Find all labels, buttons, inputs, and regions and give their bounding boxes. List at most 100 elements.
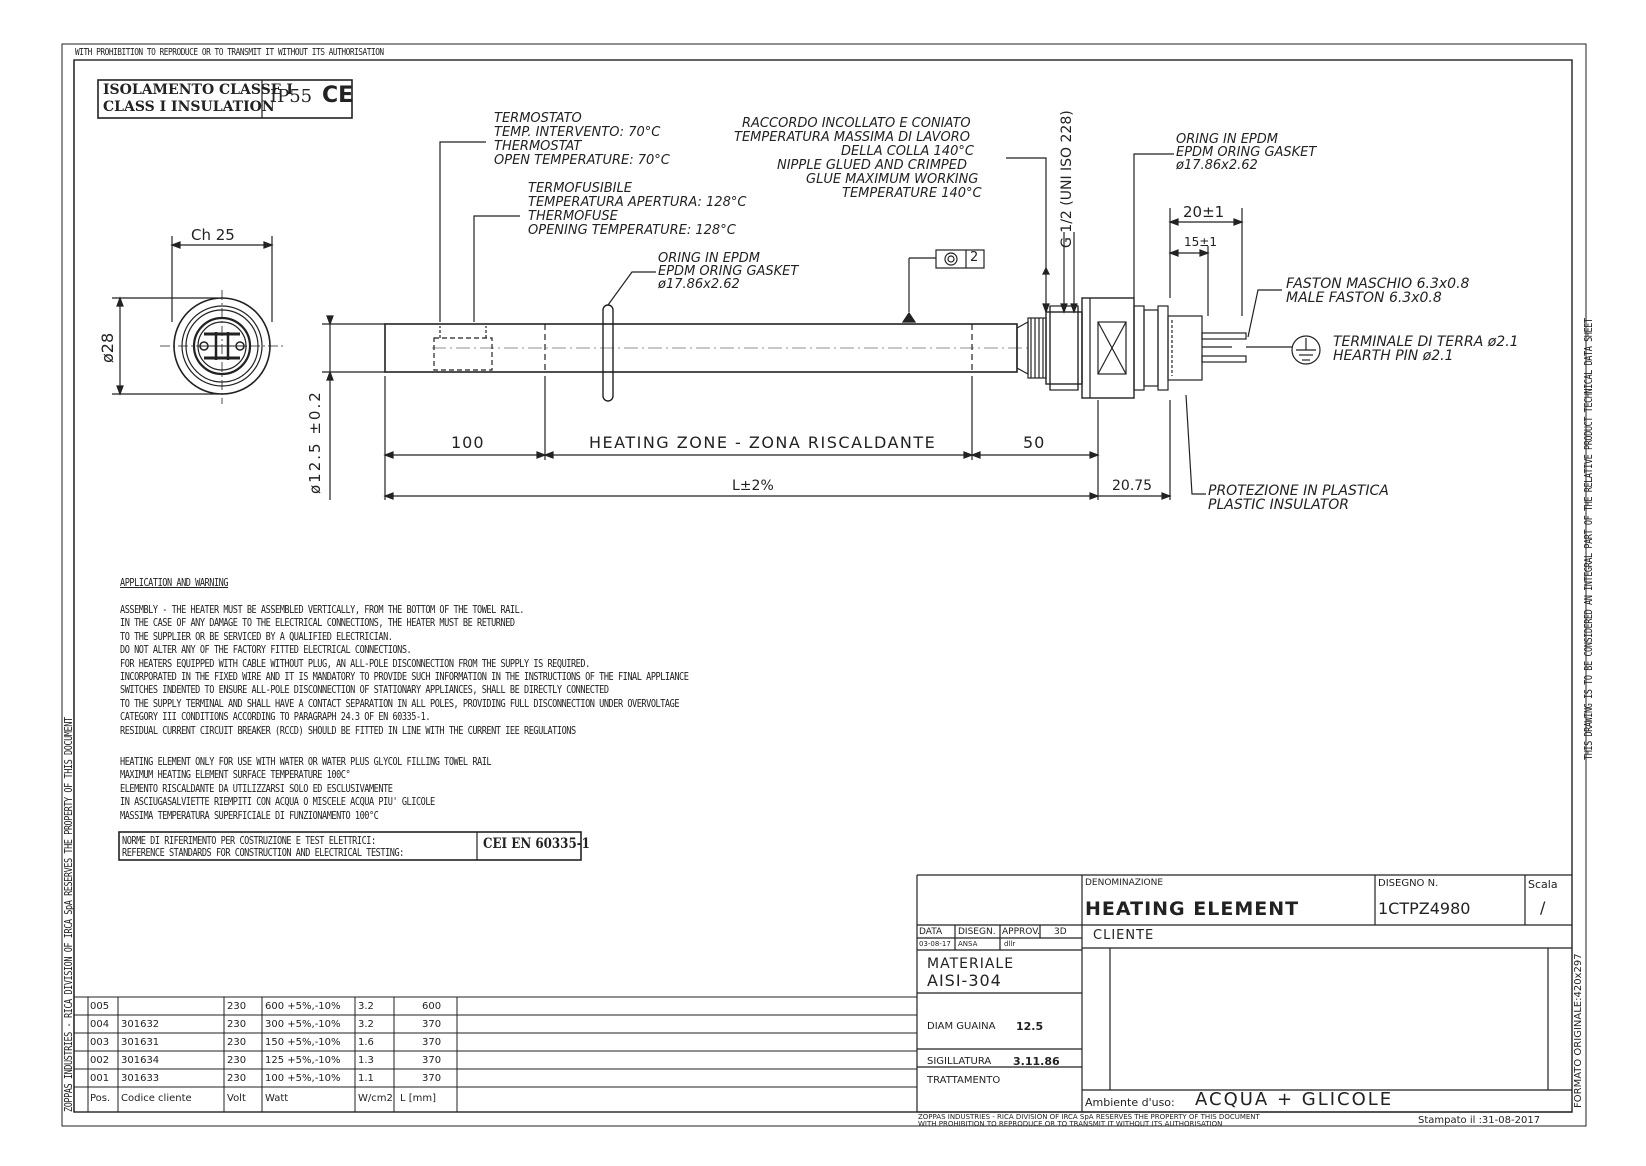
oring-right-2: ø17.86x2.62 <box>1176 158 1258 173</box>
row-001-code: 301633 <box>121 1073 160 1084</box>
disegno-label: DISEGNO N. <box>1378 878 1439 889</box>
row-004-volt: 230 <box>227 1019 247 1030</box>
dim-d125: ø12.5 ±0.2 <box>306 390 324 494</box>
row-001-len: 370 <box>422 1073 442 1084</box>
denominazione-value: HEATING ELEMENT <box>1085 898 1300 920</box>
ambiente-value: ACQUA + GLICOLE <box>1195 1089 1394 1110</box>
row-005-volt: 230 <box>227 1001 247 1012</box>
materiale-value: AISI-304 <box>927 971 1002 990</box>
row-005-wcm2: 3.2 <box>358 1001 374 1012</box>
thread-spec: G 1/2 (UNI ISO 228) <box>1059 110 1075 248</box>
approv-value: dllr <box>1004 940 1016 948</box>
sig-value: 3.11.86 <box>1013 1055 1060 1068</box>
row-004-len: 370 <box>422 1019 442 1030</box>
norm-line2: REFERENCE STANDARDS FOR CONSTRUCTION AND… <box>122 846 404 859</box>
note-line: MASSIMA TEMPERATURA SUPERFICIALE DI FUNZ… <box>120 808 379 822</box>
row-003-pos: 003 <box>90 1037 110 1048</box>
3d-label: 3D <box>1054 927 1067 937</box>
end-view <box>112 236 284 404</box>
raccordo-3: NIPPLE GLUED AND CRIMPED <box>777 158 967 173</box>
note-line: HEATING ELEMENT ONLY FOR USE WITH WATER … <box>120 755 492 768</box>
data-value: 03-08-17 <box>919 940 951 948</box>
oring-mid-2: ø17.86x2.62 <box>658 277 740 292</box>
dim-20: 20±1 <box>1183 203 1225 221</box>
row-003-len: 370 <box>422 1037 442 1048</box>
raccordo-2: DELLA COLLA 140°C <box>841 144 974 159</box>
format-notice: FORMATO ORIGINALE:420x297 <box>1573 953 1584 1108</box>
raccordo-0: RACCORDO INCOLLATO E CONIATO <box>742 116 971 131</box>
cliente-label: CLIENTE <box>1093 928 1155 943</box>
note-line: ASSEMBLY - THE HEATER MUST BE ASSEMBLED … <box>120 603 525 616</box>
note-line: TO THE SUPPLIER OR BE SERVICED BY A QUAL… <box>120 629 393 643</box>
thermofuse-label-0: TERMOFUSIBILE <box>528 181 632 196</box>
scala-label: Scala <box>1528 878 1558 891</box>
earth-0: TERMINALE DI TERRA ø2.1 <box>1333 334 1519 350</box>
disegn-label: DISEGN. <box>958 927 996 937</box>
insulation-line2: CLASS I INSULATION <box>103 99 275 115</box>
thermofuse-label-1: TEMPERATURA APERTURA: 128°C <box>528 195 747 210</box>
diam-value: 12.5 <box>1016 1020 1044 1033</box>
sig-label: SIGILLATURA <box>927 1056 992 1067</box>
row-003-wcm2: 1.6 <box>358 1037 374 1048</box>
thermofuse-label-3: OPENING TEMPERATURE: 128°C <box>528 223 736 238</box>
row-004-wcm2: 3.2 <box>358 1019 374 1030</box>
dim-2075: 20.75 <box>1112 478 1153 494</box>
ip-rating: IP55 <box>270 86 313 107</box>
note-line: INCORPORATED IN THE FIXED WIRE AND IT IS… <box>120 669 689 683</box>
footer-line1: ZOPPAS INDUSTRIES - RICA DIVISION OF IRC… <box>918 1113 1260 1121</box>
notes-heading: APPLICATION AND WARNING <box>120 576 229 589</box>
protection-0: PROTEZIONE IN PLASTICA <box>1208 483 1389 499</box>
row-001-volt: 230 <box>227 1073 247 1084</box>
title-block-grid <box>916 874 1572 1113</box>
tratt-label: TRATTAMENTO <box>927 1075 1001 1086</box>
raccordo-5: TEMPERATURE 140°C <box>842 186 982 201</box>
row-001-pos: 001 <box>90 1073 110 1084</box>
row-002-volt: 230 <box>227 1055 247 1066</box>
header-watt: Watt <box>265 1093 289 1104</box>
header-volt: Volt <box>227 1093 246 1104</box>
denominazione-label: DENOMINAZIONE <box>1085 878 1164 888</box>
header-len: L [mm] <box>400 1093 437 1104</box>
row-002-pos: 002 <box>90 1055 110 1066</box>
norm-standard: CEI EN 60335-1 <box>483 836 590 852</box>
dim-L: L±2% <box>732 478 774 494</box>
raccordo-4: GLUE MAXIMUM WORKING <box>806 172 979 187</box>
row-002-wcm2: 1.3 <box>358 1055 374 1066</box>
dim-d28: ø28 <box>98 332 117 363</box>
data-label: DATA <box>919 927 943 937</box>
note-line: DO NOT ALTER ANY OF THE FACTORY FITTED E… <box>120 643 412 657</box>
scala-value: / <box>1540 898 1546 917</box>
dim-50: 50 <box>1023 433 1046 452</box>
oring-mid-1: EPDM ORING GASKET <box>658 264 799 279</box>
protection-1: PLASTIC INSULATOR <box>1208 497 1350 513</box>
left-side-notice: ZOPPAS INDUSTRIES - RICA DIVISION OF IRC… <box>62 717 75 1112</box>
row-001-wcm2: 1.1 <box>358 1073 374 1084</box>
note-line: IN THE CASE OF ANY DAMAGE TO THE ELECTRI… <box>120 616 515 630</box>
side-view <box>322 141 1321 500</box>
header-pos: Pos. <box>90 1093 111 1104</box>
note-line: MAXIMUM HEATING ELEMENT SURFACE TEMPERAT… <box>120 768 351 782</box>
faston-0: FASTON MASCHIO 6.3x0.8 <box>1286 276 1470 292</box>
stampato: Stampato il :31-08-2017 <box>1418 1115 1541 1126</box>
top-notice: WITH PROHIBITION TO REPRODUCE OR TO TRAN… <box>75 47 384 58</box>
parts-table-grid <box>74 996 917 1112</box>
row-003-volt: 230 <box>227 1037 247 1048</box>
approv-label: APPROV. <box>1002 927 1041 937</box>
note-line: IN ASCIUGASALVIETTE RIEMPITI CON ACQUA O… <box>120 795 435 809</box>
right-side-notice: THIS DRAWING IS TO BE CONSIDERED AN INTE… <box>1582 318 1595 760</box>
row-003-watt: 150 +5%,-10% <box>265 1037 341 1048</box>
concentricity-icon: ◎ <box>944 251 954 263</box>
footer-line2: WITH PROHIBITION TO REPRODUCE OR TO TRAN… <box>918 1120 1223 1128</box>
dim-100: 100 <box>451 433 485 452</box>
notes-block1: ASSEMBLY - THE HEATER MUST BE ASSEMBLED … <box>120 603 849 737</box>
notes-block2: HEATING ELEMENT ONLY FOR USE WITH WATER … <box>120 755 596 822</box>
earth-1: HEARTH PIN ø2.1 <box>1333 348 1454 364</box>
materiale-label: MATERIALE <box>927 956 1015 972</box>
row-005-len: 600 <box>422 1001 442 1012</box>
row-001-watt: 100 +5%,-10% <box>265 1073 341 1084</box>
header-wcm2: W/cm2 <box>358 1093 393 1104</box>
row-003-code: 301631 <box>121 1037 160 1048</box>
row-005-pos: 005 <box>90 1001 110 1012</box>
dim-15: 15±1 <box>1184 235 1217 249</box>
oring-right-0: ORING IN EPDM <box>1176 132 1279 147</box>
